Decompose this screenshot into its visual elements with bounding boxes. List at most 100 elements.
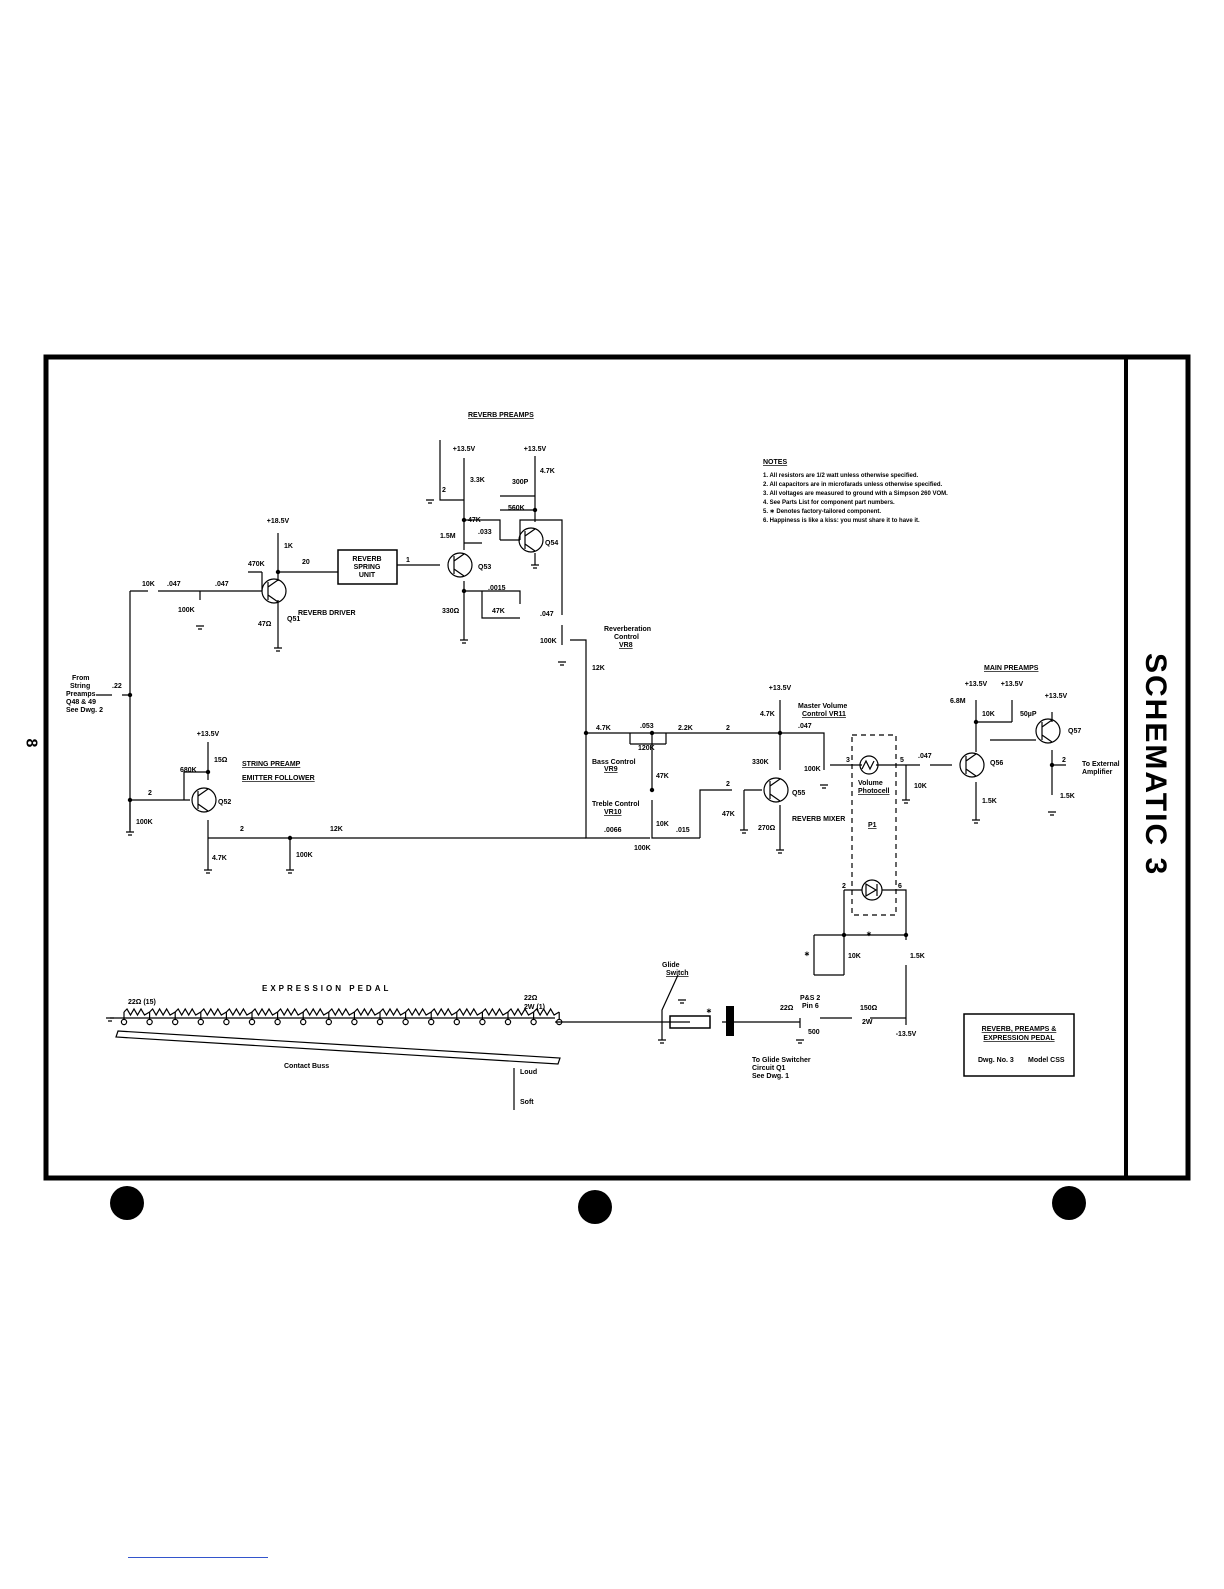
contact-buss-label: Contact Buss [284,1063,329,1070]
val-r680k: 680K [180,767,197,774]
pedal-contact [325,1018,332,1026]
transistor-q56 [959,752,985,778]
bottom-rule [128,1557,268,1558]
val-c2-a: 2 [442,487,446,494]
binder-hole-center [578,1190,612,1224]
reverb-spring-unit [337,549,398,585]
val-r68m: 6.8M [950,698,966,705]
transistor-q54 [518,527,544,553]
string-preamp-label: STRING PREAMP [242,761,301,768]
val-star-a: ∗ [866,931,872,938]
supply-18v: +18.5V [267,518,290,525]
title-block [963,1013,1075,1077]
pedal-contact [428,1018,435,1026]
pedal-contact [504,1018,512,1026]
photocell-line-1: Volume [858,780,883,787]
glide-switch-1: Glide [662,962,680,969]
val-pin2: 2 [842,883,846,890]
loud-label: Loud [520,1069,537,1076]
soft-label: Soft [520,1099,534,1106]
val-r12k-a: 12K [592,665,605,672]
q54-label: Q54 [545,540,558,547]
val-c047-c: .047 [540,611,554,618]
val-c2-f: 2 [240,826,244,833]
val-r100k-f: 100K [296,852,313,859]
heading-reverb-preamps: REVERB PREAMPS [468,412,534,419]
val-r33k: 3.3K [470,477,485,484]
val-r47: 47Ω [258,621,272,628]
to-external-1: To External [1082,761,1120,768]
supply-q52: +13.5V [197,731,220,738]
supply-q53: +13.5V [453,446,476,453]
val-r1-5k-b: 1.5K [1060,793,1075,800]
supply-neg: -13.5V [896,1031,917,1038]
junction-dots [127,507,1055,938]
to-external-2: Amplifier [1082,769,1113,776]
binder-hole-right [1052,1186,1086,1220]
val-r10k-a: 10K [142,581,155,588]
title-block-model: Model CSS [1028,1057,1065,1064]
reverb-driver-label: REVERB DRIVER [298,610,356,617]
ground-symbols [106,499,1056,1044]
pedal-contact [376,1018,384,1026]
val-c0066: .0066 [604,827,622,834]
val-r100k-a: 100K [178,607,195,614]
note-1: 1. All resistors are 1/2 watt unless oth… [763,473,919,479]
val-star-b: ∗ [804,951,810,958]
reverb-control-line-2: Control [614,634,639,641]
val-r12k-b: 12K [330,826,343,833]
reverb-control-line-1: Reverberation [604,626,651,633]
notes-block: NOTES 1. All resistors are 1/2 watt unle… [763,459,948,524]
q51-label: Q51 [287,616,300,623]
from-string-2: String [70,683,90,690]
val-r22k: 2.2K [678,725,693,732]
from-string-3: Preamps [66,691,96,698]
q55-label: Q55 [792,790,805,797]
spring-unit-line-2: SPRING [354,564,381,571]
title-block-line-2: EXPRESSION PEDAL [983,1035,1055,1042]
pedal-contact [120,1018,128,1026]
val-r330k: 330K [752,759,769,766]
val-r1k: 1K [284,543,293,550]
transistor-q52 [191,787,217,813]
val-c300p: 300P [512,479,529,486]
title-block-line-1: REVERB, PREAMPS & [982,1026,1057,1033]
pedal-res-last-rating: 2W (1) [524,1004,545,1011]
title-block-dwg: Dwg. No. 3 [978,1057,1014,1064]
ps-pin-1: P&S 2 [800,995,820,1002]
ps-pin-2: Pin 6 [802,1003,819,1010]
val-c047-a: .047 [167,581,181,588]
val-c047-e: .047 [918,753,932,760]
photocell-symbol [859,755,879,775]
c500-label: 500 [808,1029,820,1036]
q53-label: Q53 [478,564,491,571]
supply-q55: +13.5V [769,685,792,692]
r150-label: 150Ω [860,1005,878,1012]
val-r1-5k-c: 1.5K [910,953,925,960]
pedal-contact [223,1018,230,1026]
val-c1: 1 [406,557,410,564]
glide-switch-2: Switch [666,970,689,977]
val-r10k-d: 10K [982,711,995,718]
p1-label: P1 [868,822,877,829]
lamp-diode-symbol [861,879,883,901]
val-c22: .22 [112,683,122,690]
val-c053: .053 [640,723,654,730]
val-c2-b: 2 [726,725,730,732]
transistor-q57 [1035,718,1061,744]
val-r4-7k-d: 4.7K [212,855,227,862]
note-2: 2. All capacitors are in microfarads unl… [763,482,943,488]
val-r470k: 470K [248,561,265,568]
transistor-q53 [447,552,473,578]
spring-unit-line-3: UNIT [359,572,376,579]
val-c2-d: 2 [1062,757,1066,764]
pedal-contact [171,1018,179,1026]
r22-label: 22Ω [780,1005,794,1012]
pedal-contact [351,1018,358,1026]
pedal-contact [479,1018,486,1026]
bass-control-line-2: VR9 [604,766,618,773]
val-c047-d: .047 [798,723,812,730]
pedal-contact [453,1018,460,1026]
from-string-4: Q48 & 49 [66,699,96,706]
